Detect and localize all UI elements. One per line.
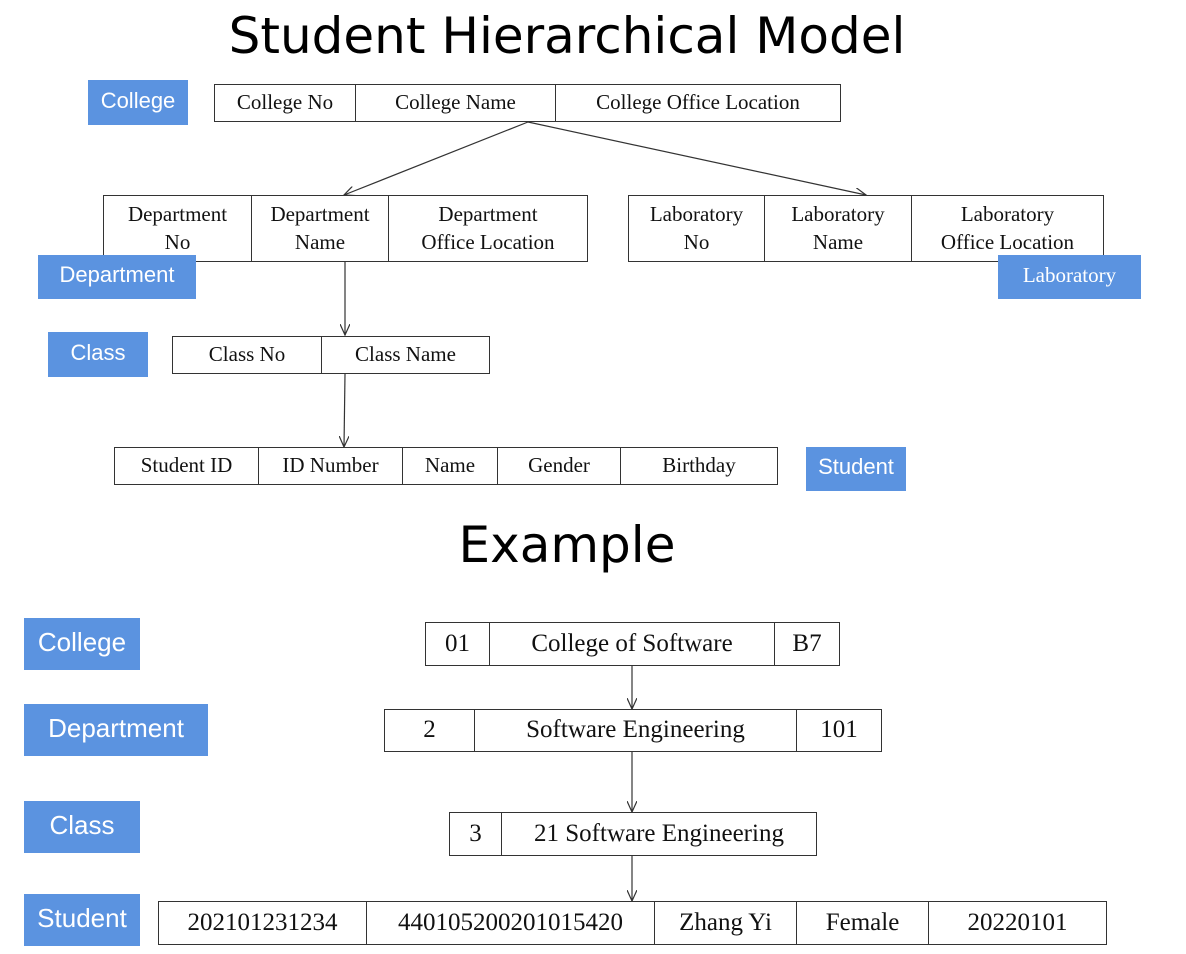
example-college-value: B7 [792, 629, 822, 657]
class-tag: Class [48, 332, 148, 377]
example-department-tag: Department [24, 704, 208, 756]
student-tag: Student [806, 447, 906, 491]
department-field: Department Office Location [421, 202, 555, 254]
college-record: College No College Name College Office L… [214, 84, 841, 122]
laboratory-record: Laboratory No Laboratory Name Laboratory… [628, 195, 1104, 262]
link-class-student [344, 373, 345, 447]
example-college-value: College of Software [490, 623, 775, 665]
example-department-value: 101 [820, 716, 858, 744]
department-tag: Department [38, 255, 196, 299]
example-class-value: 3 [450, 813, 502, 855]
example-class-tag: Class [24, 801, 140, 853]
example-student-value: Female [797, 902, 929, 944]
student-field: Name [403, 448, 498, 484]
department-field: Department No [104, 196, 252, 261]
example-title: Example [458, 516, 676, 574]
example-student-value: 202101231234 [159, 902, 367, 944]
student-field: Birthday [662, 453, 736, 478]
link-college-department [344, 121, 529, 195]
college-field: College Office Location [596, 90, 800, 115]
class-field: Class No [173, 337, 322, 373]
example-college-tag: College [24, 618, 140, 670]
college-field: College No [215, 85, 356, 121]
student-field: Gender [498, 448, 621, 484]
laboratory-field: Laboratory No [629, 196, 765, 261]
department-field: Department Name [252, 196, 389, 261]
example-department-value: Software Engineering [475, 710, 797, 751]
example-class-record: 3 21 Software Engineering [449, 812, 817, 856]
model-title: Student Hierarchical Model [228, 7, 906, 65]
laboratory-tag: Laboratory [998, 255, 1141, 299]
example-student-value: 20220101 [967, 908, 1068, 936]
student-field: Student ID [115, 448, 259, 484]
college-tag: College [88, 80, 188, 125]
student-field: ID Number [259, 448, 403, 484]
department-record: Department No Department Name Department… [103, 195, 588, 262]
example-college-value: 01 [426, 623, 490, 665]
example-student-value: Zhang Yi [655, 902, 797, 944]
link-college-laboratory [527, 121, 866, 195]
laboratory-field: Laboratory Name [765, 196, 912, 261]
class-record: Class No Class Name [172, 336, 490, 374]
student-record: Student ID ID Number Name Gender Birthda… [114, 447, 778, 485]
example-student-value: 440105200201015420 [367, 902, 655, 944]
class-field: Class Name [355, 342, 456, 367]
example-department-record: 2 Software Engineering 101 [384, 709, 882, 752]
example-college-record: 01 College of Software B7 [425, 622, 840, 666]
example-student-tag: Student [24, 894, 140, 946]
example-student-record: 202101231234 440105200201015420 Zhang Yi… [158, 901, 1107, 945]
laboratory-field: Laboratory Office Location [940, 202, 1075, 254]
college-field: College Name [356, 85, 556, 121]
example-department-value: 2 [385, 710, 475, 751]
example-class-value: 21 Software Engineering [534, 819, 784, 847]
